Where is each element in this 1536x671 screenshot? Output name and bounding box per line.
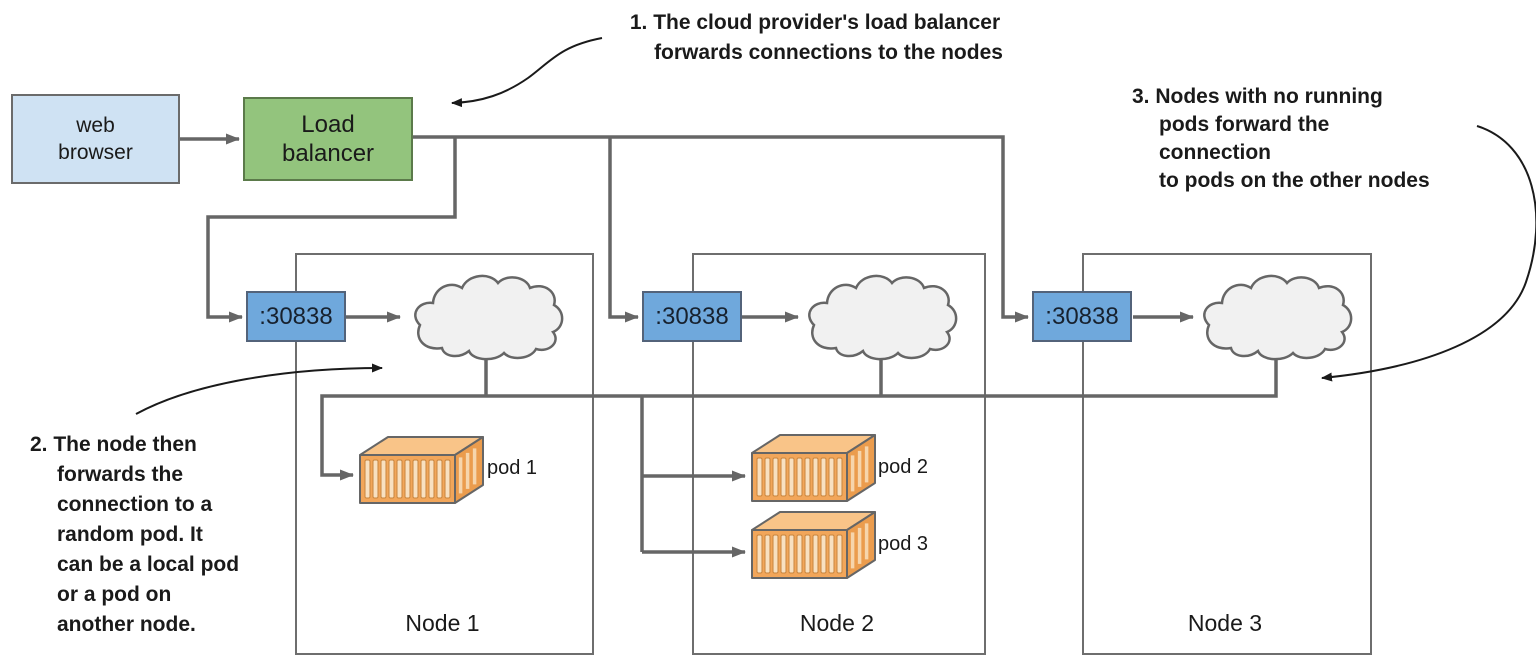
annotation-step1-line: 1. The cloud provider's load balancer bbox=[629, 11, 1001, 34]
load-balancer-label-line2: balancer bbox=[281, 140, 375, 167]
node-2-label: Node 2 bbox=[799, 610, 875, 636]
node-3-label: Node 3 bbox=[1187, 610, 1263, 636]
annotation1-arrow bbox=[451, 37, 603, 108]
node-1-port-box: :30838 bbox=[246, 291, 346, 342]
connector-lb-to-node2-port bbox=[608, 137, 639, 323]
node-1-port-label: :30838 bbox=[259, 302, 333, 330]
node-3-port-label: :30838 bbox=[1045, 302, 1119, 330]
annotation-step2-line: connection to a bbox=[57, 493, 213, 516]
pod-2-label: pod 2 bbox=[878, 456, 929, 478]
annotation-step2-line: forwards the bbox=[57, 463, 184, 486]
annotation-step2-line: 2. The node then bbox=[30, 433, 197, 456]
annotation-step2: 2. The node then forwards the connection… bbox=[30, 430, 280, 640]
annotation-step2-line: another node. bbox=[57, 613, 196, 636]
annotation-step3-line: to pods on the other nodes bbox=[1159, 169, 1430, 192]
annotation-step3-line: pods forward the connection bbox=[1159, 113, 1330, 164]
pod-1-label: pod 1 bbox=[487, 457, 538, 479]
annotation-step1-line: forwards connections to the nodes bbox=[654, 41, 1003, 64]
annotation-step2-line: or a pod on bbox=[57, 583, 172, 606]
annotation-step1: 1. The cloud provider's load balancer fo… bbox=[585, 8, 1045, 68]
load-balancer-box: Load balancer bbox=[243, 97, 413, 181]
annotation-step2-line: can be a local pod bbox=[57, 553, 240, 576]
web-browser-label-line2: browser bbox=[58, 141, 133, 164]
annotation-step2-line: random pod. It bbox=[57, 523, 203, 546]
load-balancer-label-line1: Load bbox=[301, 111, 355, 138]
node-2-port-box: :30838 bbox=[642, 291, 742, 342]
web-browser-label-line1: web bbox=[76, 114, 115, 137]
node-1-label: Node 1 bbox=[405, 610, 480, 636]
web-browser-box: web browser bbox=[11, 94, 180, 184]
node-2-port-label: :30838 bbox=[655, 302, 729, 330]
annotation-step3-line: 3. Nodes with no running bbox=[1132, 85, 1383, 108]
pod-3-label: pod 3 bbox=[878, 533, 929, 555]
node-3-port-box: :30838 bbox=[1032, 291, 1132, 342]
annotation-step3: 3. Nodes with no running pods forward th… bbox=[1132, 83, 1432, 195]
